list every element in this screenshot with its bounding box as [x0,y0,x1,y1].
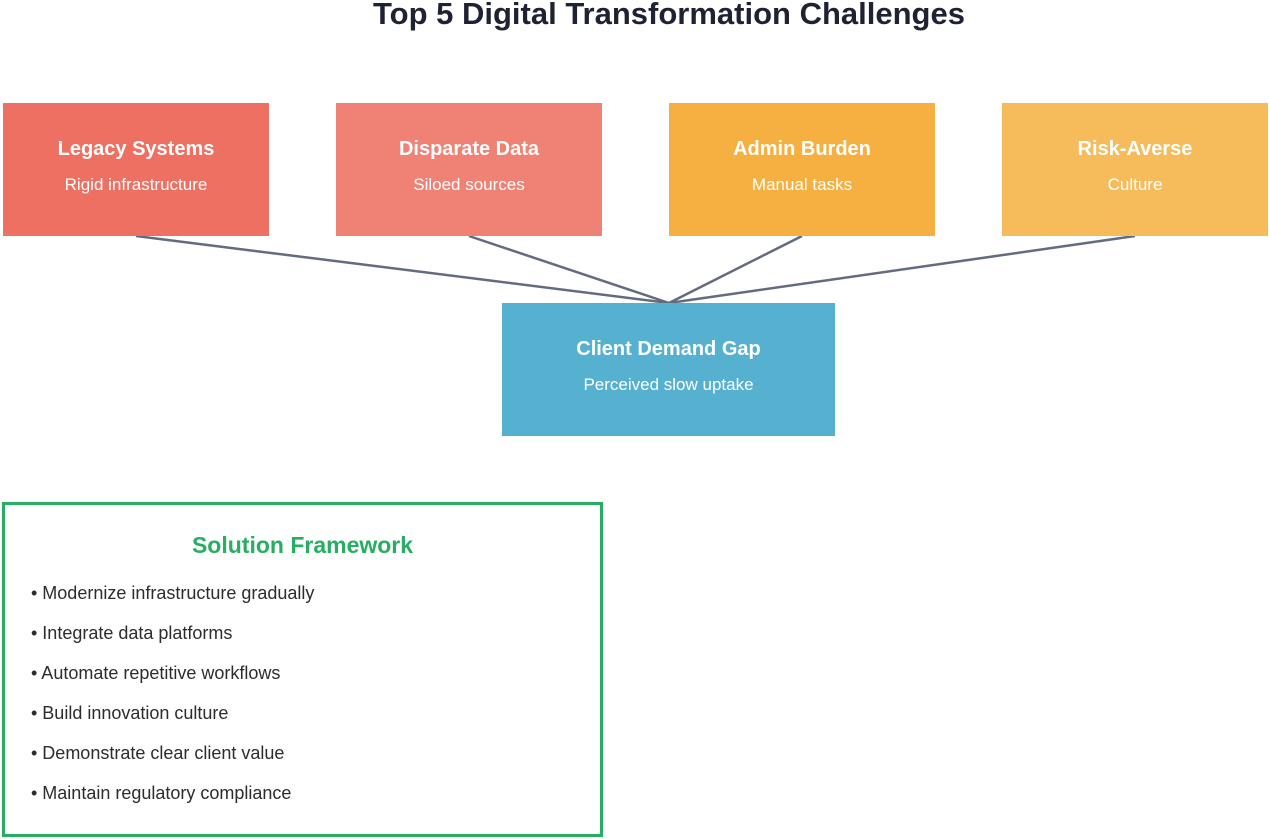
solution-item: • Modernize infrastructure gradually [31,583,315,603]
solution-item: • Integrate data platforms [31,623,233,643]
solution-framework-panel: Solution Framework • Modernize infrastru… [2,502,603,837]
challenge-box-risk-averse: Risk-Averse Culture [1002,103,1268,236]
challenge-box-legacy-systems: Legacy Systems Rigid infrastructure [3,103,269,236]
solution-item: • Automate repetitive workflows [31,663,281,683]
challenge-title: Legacy Systems [57,138,215,160]
challenge-title: Risk-Averse [1077,138,1193,160]
challenge-subtitle: Rigid infrastructure [64,175,208,194]
central-subtitle: Perceived slow uptake [583,375,754,394]
diagram-title: Top 5 Digital Transformation Challenges [373,0,965,31]
connector-data [468,234,670,305]
challenge-subtitle: Manual tasks [751,175,853,194]
solution-list: • Modernize infrastructure gradually • I… [31,581,314,821]
solution-item: • Demonstrate clear client value [31,743,285,763]
challenge-title: Disparate Data [398,138,540,160]
solution-title: Solution Framework [191,532,414,558]
challenge-box-disparate-data: Disparate Data Siloed sources [336,103,602,236]
central-title: Client Demand Gap [576,338,761,360]
challenge-box-admin-burden: Admin Burden Manual tasks [669,103,935,236]
central-box-client-demand-gap: Client Demand Gap Perceived slow uptake [502,303,835,436]
solution-item: • Maintain regulatory compliance [31,783,292,803]
challenge-subtitle: Culture [1107,175,1163,194]
solution-item: • Build innovation culture [31,703,229,723]
connector-legacy [135,234,670,305]
connector-admin [668,234,803,305]
challenge-title: Admin Burden [733,138,871,160]
challenge-subtitle: Siloed sources [413,175,525,194]
connector-risk [668,234,1136,305]
